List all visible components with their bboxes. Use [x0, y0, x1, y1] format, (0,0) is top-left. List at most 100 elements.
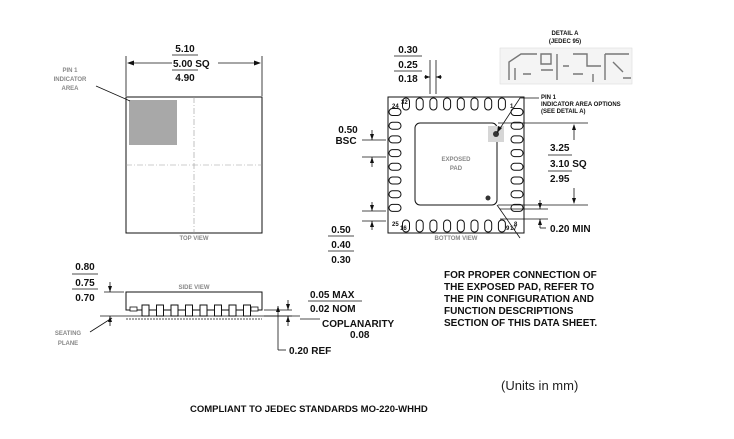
detail-a-shape — [604, 53, 631, 80]
side-view-label: SIDE VIEW — [178, 285, 209, 291]
pin-num-24: 24 — [392, 104, 399, 110]
lead-left — [388, 121, 402, 130]
side-lead — [141, 304, 150, 317]
seating-plane-line1: SEATING — [55, 331, 82, 337]
note-line-2: THE EXPOSED PAD, REFER TO — [444, 282, 594, 293]
side-lead — [214, 304, 222, 317]
height-arrow-top — [108, 286, 112, 292]
lead-bottom — [443, 219, 452, 233]
pad-size-nom: 3.10 SQ — [550, 159, 587, 170]
lead-right — [510, 135, 524, 144]
detail-a-title: DETAIL A — [552, 31, 580, 37]
exposed-pad — [414, 122, 498, 206]
side-lead — [199, 304, 208, 317]
lead-length-max: 0.50 — [331, 225, 351, 236]
height-nom: 0.75 — [75, 278, 95, 289]
lead-top — [456, 97, 465, 111]
pin1-options-line1: PIN 1 — [541, 95, 557, 101]
note-block: FOR PROPER CONNECTION OF THE EXPOSED PAD… — [444, 270, 597, 329]
lead-left — [388, 203, 402, 212]
note-line-5: SECTION OF THIS DATA SHEET. — [444, 318, 597, 329]
detail-a-subtitle: (JEDEC 95) — [549, 39, 581, 45]
pin-num-16: 16 — [400, 226, 407, 232]
lead-left — [388, 176, 402, 185]
standoff-max: 0.05 MAX — [310, 290, 355, 301]
pin1-options-line3: (SEE DETAIL A) — [541, 109, 586, 115]
side-lead — [228, 304, 237, 317]
pin-num-32: 32 — [401, 100, 408, 106]
top-view-dim-arrow-left — [127, 60, 134, 66]
pitch-suffix: BSC — [335, 136, 356, 147]
lead-bottom — [429, 219, 438, 233]
lead-right — [510, 203, 524, 212]
jedec-compliance-footer: COMPLIANT TO JEDEC STANDARDS MO-220-WHHD — [190, 404, 428, 415]
pin1-options-arrow — [497, 126, 502, 133]
pin-num-1: 1 — [510, 104, 514, 110]
side-lead — [156, 304, 164, 317]
side-lead — [243, 304, 251, 317]
note-line-3: THE PIN CONFIGURATION AND — [444, 294, 594, 305]
lead-right — [510, 176, 524, 185]
coplanarity-value: 0.08 — [350, 330, 370, 341]
pad-size-arrow-bottom — [572, 198, 576, 204]
top-width-nom: 5.00 SQ — [173, 59, 210, 70]
lead-width-arrow-r — [436, 75, 441, 79]
lead-bottom — [484, 219, 493, 233]
standoff-nom: 0.02 NOM — [310, 304, 356, 315]
lead-length-min: 0.30 — [331, 255, 351, 266]
pitch-value: 0.50 — [338, 125, 358, 136]
lead-width-min: 0.18 — [398, 74, 418, 85]
lead-bottom — [456, 219, 465, 233]
clearance-arrow-top — [538, 203, 542, 209]
pin-num-9: 9 — [506, 226, 510, 232]
clearance-arrow-bottom — [538, 219, 542, 225]
side-lead — [170, 304, 179, 317]
detail-a-options — [508, 53, 631, 82]
lead-right — [510, 162, 524, 171]
coplanarity-label: COPLANARITY — [322, 319, 395, 330]
ref-thickness: 0.20 REF — [289, 346, 331, 357]
bottom-view: EXPOSED PAD 32 1 24 25 8 9 16 17 BOTTOM … — [328, 45, 621, 266]
lead-left — [388, 162, 402, 171]
detail-a-option — [508, 53, 537, 80]
bottom-view-label: BOTTOM VIEW — [435, 236, 478, 242]
top-view-dim-arrow-right — [254, 60, 261, 66]
side-lead-end-right — [250, 306, 259, 312]
detail-a-option — [573, 53, 601, 82]
lead-right — [510, 121, 524, 130]
pin-num-25: 25 — [392, 222, 399, 228]
top-view-label: TOP VIEW — [179, 236, 208, 242]
lead-left — [388, 149, 402, 158]
units-label: (Units in mm) — [501, 378, 578, 393]
lead-left — [388, 190, 402, 199]
pin1-options-line2: INDICATOR AREA OPTIONS — [541, 102, 621, 108]
top-width-min: 4.90 — [175, 73, 195, 84]
lead-length-arrow-bottom — [370, 221, 374, 227]
lead-width-max: 0.30 — [398, 45, 418, 56]
note-line-1: FOR PROPER CONNECTION OF — [444, 270, 597, 281]
pin1-label-line1: PIN 1 — [62, 68, 78, 74]
lead-width-arrow-l — [425, 75, 430, 79]
side-view-body — [125, 291, 263, 311]
detail-a-option — [540, 53, 569, 80]
lead-bottom — [470, 219, 479, 233]
lead-left — [388, 108, 402, 116]
lead-right — [510, 190, 524, 199]
lead-top — [415, 97, 424, 111]
pin1-leader — [95, 85, 131, 102]
lead-top — [443, 97, 452, 111]
lead-top — [402, 97, 410, 111]
side-lead-end-left — [129, 306, 138, 312]
detail-a-shape — [508, 53, 537, 80]
bottom-view-leads — [388, 97, 524, 233]
lead-right — [510, 149, 524, 158]
lead-bottom — [497, 219, 506, 233]
lead-top — [429, 97, 438, 111]
bottom-view-body — [387, 96, 525, 234]
standoff-arrow-top — [286, 304, 290, 310]
exposed-pad-label-1: EXPOSED — [441, 157, 471, 163]
exposed-pad-label-2: PAD — [450, 166, 463, 172]
lead-width-nom: 0.25 — [398, 60, 418, 71]
detail-a: DETAIL A (JEDEC 95) — [499, 31, 633, 85]
